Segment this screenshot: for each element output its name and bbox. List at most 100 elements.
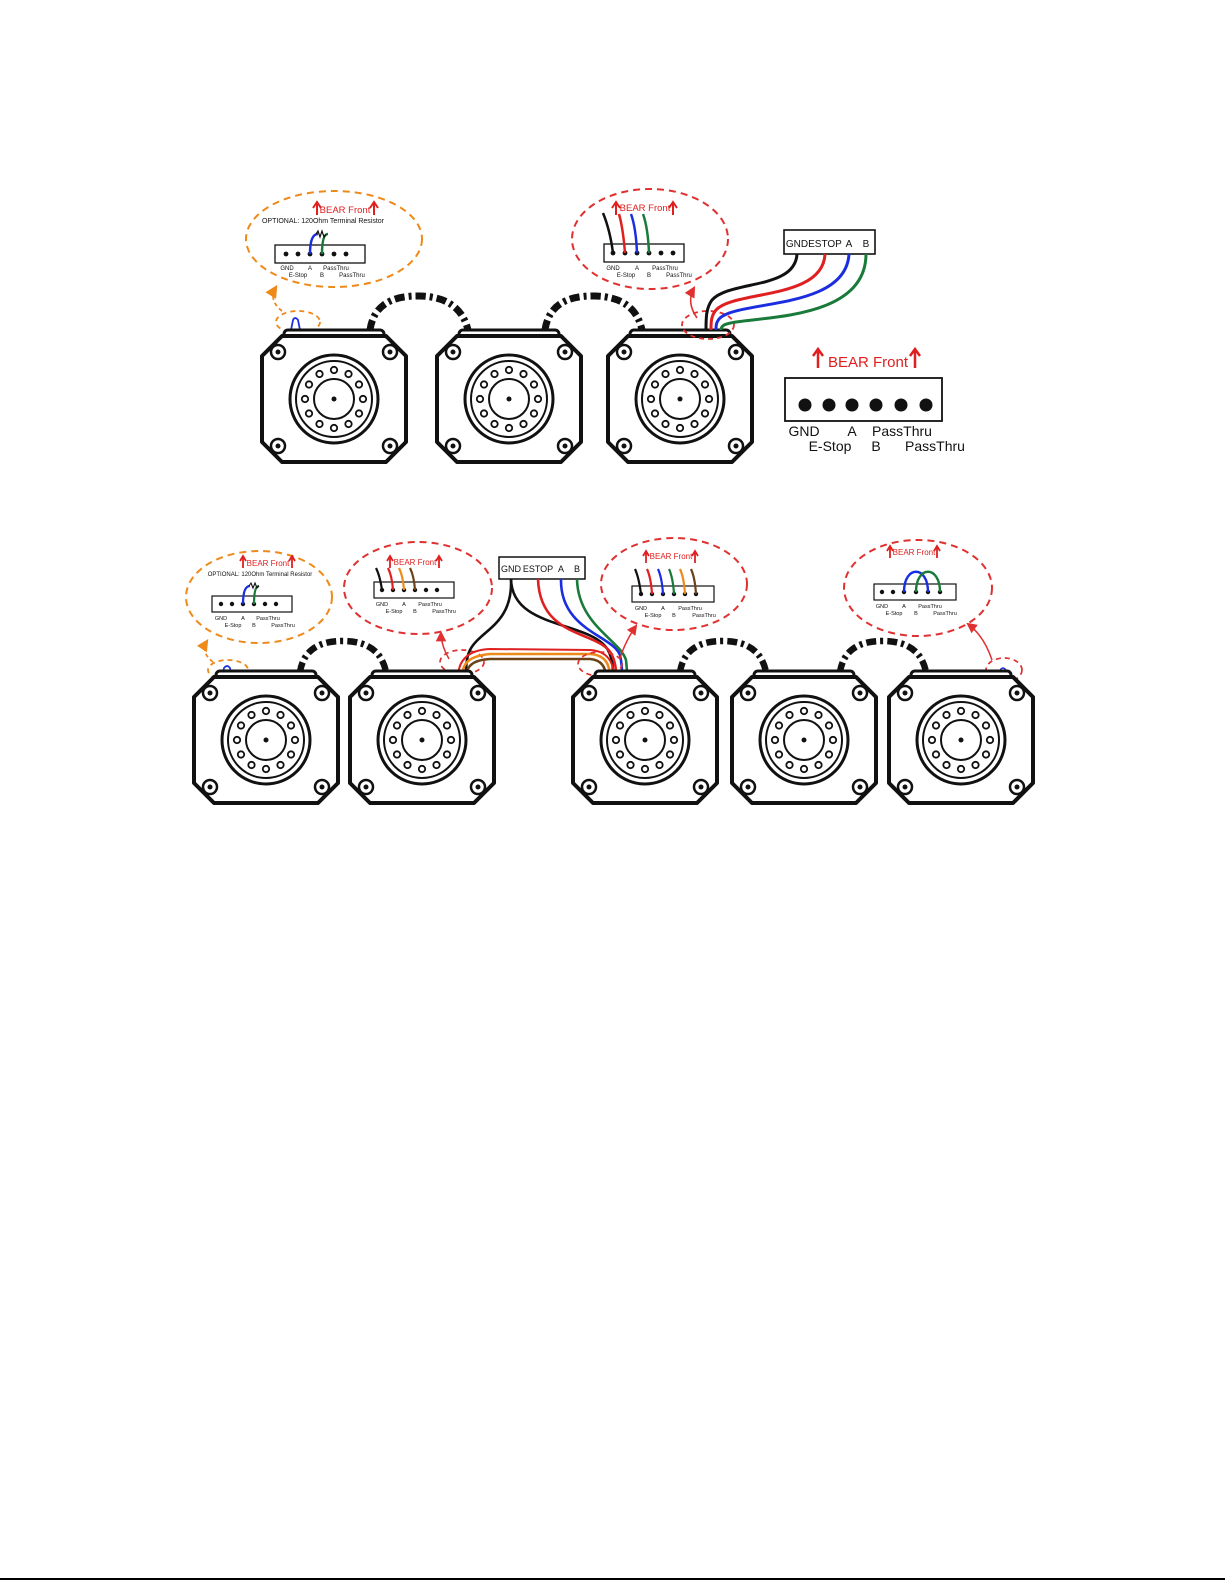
junction-label-a: A bbox=[846, 239, 853, 250]
up-arrow-icon bbox=[386, 554, 394, 568]
stepper-motor-icon bbox=[192, 669, 340, 805]
up-arrow-icon bbox=[886, 544, 894, 558]
up-arrow-icon bbox=[691, 549, 699, 563]
stepper-motor-icon bbox=[730, 669, 878, 805]
bear-front-label: BEAR Front bbox=[828, 354, 909, 371]
pin-label: PassThru bbox=[678, 606, 702, 612]
bear-front-label: BEAR Front bbox=[320, 205, 371, 216]
pin-label: PassThru bbox=[918, 604, 942, 610]
junction-label-gnd: GND bbox=[501, 564, 522, 574]
pin-label: A bbox=[635, 266, 639, 272]
junction-label-b: B bbox=[863, 239, 870, 250]
pin-label: PassThru bbox=[339, 273, 365, 279]
stepper-motor-icon bbox=[435, 328, 583, 464]
daisy-chain-cable-icon bbox=[296, 637, 390, 673]
pin-label: GND bbox=[215, 616, 227, 622]
pin-label: PassThru bbox=[666, 273, 692, 279]
pin-label: E-Stop bbox=[289, 273, 308, 279]
pin-label: PassThru bbox=[905, 438, 965, 454]
pin-label: E-Stop bbox=[617, 273, 636, 279]
callout-terminal-resistor-top: BEAR Front OPTIONAL: 120Ohm Terminal Res… bbox=[245, 190, 423, 288]
pin-label: PassThru bbox=[692, 613, 716, 619]
stepper-motor-icon bbox=[571, 669, 719, 805]
pin-label: E-Stop bbox=[386, 609, 403, 615]
stepper-motor-icon bbox=[348, 669, 496, 805]
junction-label-estop: ESTOP bbox=[808, 239, 842, 250]
callout-terminal-resistor-bottom: BEAR Front OPTIONAL: 120Ohm Terminal Res… bbox=[185, 550, 333, 644]
pin-label: B bbox=[672, 613, 676, 619]
signal-wires-top bbox=[704, 253, 868, 331]
callout-connector-2-bottom: BEAR Front GND A PassThru E-Stop B PassT… bbox=[343, 541, 493, 635]
optional-resistor-label: OPTIONAL: 120Ohm Terminal Resistor bbox=[262, 218, 385, 225]
wiring-junction-box-bottom: GND ESTOP A B bbox=[498, 556, 586, 580]
pin-label: A bbox=[241, 616, 245, 622]
pin-label: PassThru bbox=[323, 266, 349, 272]
pin-label: A bbox=[402, 602, 406, 608]
pin-label: GND bbox=[788, 423, 819, 439]
pin-label: E-Stop bbox=[225, 623, 242, 629]
pin-label: PassThru bbox=[271, 623, 295, 629]
pin-label: GND bbox=[280, 266, 294, 272]
pin-label: GND bbox=[635, 606, 647, 612]
up-arrow-icon bbox=[668, 200, 678, 215]
pin-label: B bbox=[914, 611, 918, 617]
pin-label: E-Stop bbox=[886, 611, 903, 617]
up-arrow-icon bbox=[312, 200, 322, 215]
up-arrow-icon bbox=[435, 554, 443, 568]
pin-label: PassThru bbox=[933, 611, 957, 617]
junction-label-a: A bbox=[558, 564, 564, 574]
pin-label: B bbox=[252, 623, 256, 629]
optional-resistor-label: OPTIONAL: 120Ohm Terminal Resistor bbox=[208, 572, 313, 578]
junction-label-b: B bbox=[574, 564, 580, 574]
pin-label: PassThru bbox=[432, 609, 456, 615]
pin-label: GND bbox=[876, 604, 888, 610]
pin-label: B bbox=[413, 609, 417, 615]
up-arrow-icon bbox=[811, 346, 825, 368]
pin-label: PassThru bbox=[652, 266, 678, 272]
pin-label: A bbox=[661, 606, 665, 612]
up-arrow-icon bbox=[908, 346, 922, 368]
terminal-resistor-icon bbox=[248, 581, 260, 590]
pin-label: B bbox=[871, 438, 880, 454]
up-arrow-icon bbox=[288, 554, 296, 568]
bear-front-label: BEAR Front bbox=[620, 203, 671, 214]
bear-front-label: BEAR Front bbox=[893, 548, 936, 557]
pin-label: PassThru bbox=[872, 423, 932, 439]
callout-connector-3-bottom: BEAR Front GND A PassThru E-Stop B PassT… bbox=[600, 537, 748, 631]
pin-label: B bbox=[320, 273, 324, 279]
junction-label-estop: ESTOP bbox=[523, 564, 553, 574]
terminal-resistor-icon bbox=[315, 229, 327, 239]
bear-front-label: BEAR Front bbox=[650, 552, 693, 561]
signal-wires-bottom bbox=[457, 578, 629, 679]
pin-label: A bbox=[847, 423, 857, 439]
pin-label: E-Stop bbox=[809, 438, 852, 454]
stepper-motor-icon bbox=[887, 669, 1035, 805]
stepper-motor-icon bbox=[260, 328, 408, 464]
bear-connector bbox=[784, 377, 943, 422]
daisy-chain-cable-icon bbox=[836, 637, 930, 673]
pin-label: E-Stop bbox=[645, 613, 662, 619]
bottom-diagram: BEAR Front OPTIONAL: 120Ohm Terminal Res… bbox=[185, 537, 1035, 805]
up-arrow-icon bbox=[933, 544, 941, 558]
daisy-chain-cable-icon bbox=[541, 292, 646, 331]
bear-pinout-legend: BEAR Front GND A PassThru E-Stop B PassT… bbox=[784, 346, 965, 454]
page-bottom-rule bbox=[0, 1578, 1225, 1580]
pin-label: PassThru bbox=[418, 602, 442, 608]
terminal-resistor-icon bbox=[290, 317, 301, 331]
wiring-junction-box: GND ESTOP A B bbox=[783, 229, 876, 255]
junction-label-gnd: GND bbox=[786, 239, 808, 250]
up-arrow-icon bbox=[611, 200, 621, 215]
callout-loopback-connector-bottom: BEAR Front GND A PassThru E-Stop B PassT… bbox=[843, 539, 993, 637]
up-arrow-icon bbox=[239, 554, 247, 568]
callout-wired-connector-top: BEAR Front GND A PassThru E-Stop B PassT… bbox=[571, 188, 729, 290]
up-arrow-icon bbox=[642, 549, 650, 563]
stepper-motor-icon bbox=[606, 328, 754, 464]
pin-label: B bbox=[647, 273, 651, 279]
daisy-chain-cable-icon bbox=[366, 292, 472, 331]
pin-label: GND bbox=[376, 602, 388, 608]
pin-label: A bbox=[308, 266, 312, 272]
up-arrow-icon bbox=[369, 200, 379, 215]
terminal-resistor-icon bbox=[221, 665, 233, 679]
bear-front-label: BEAR Front bbox=[394, 558, 437, 567]
